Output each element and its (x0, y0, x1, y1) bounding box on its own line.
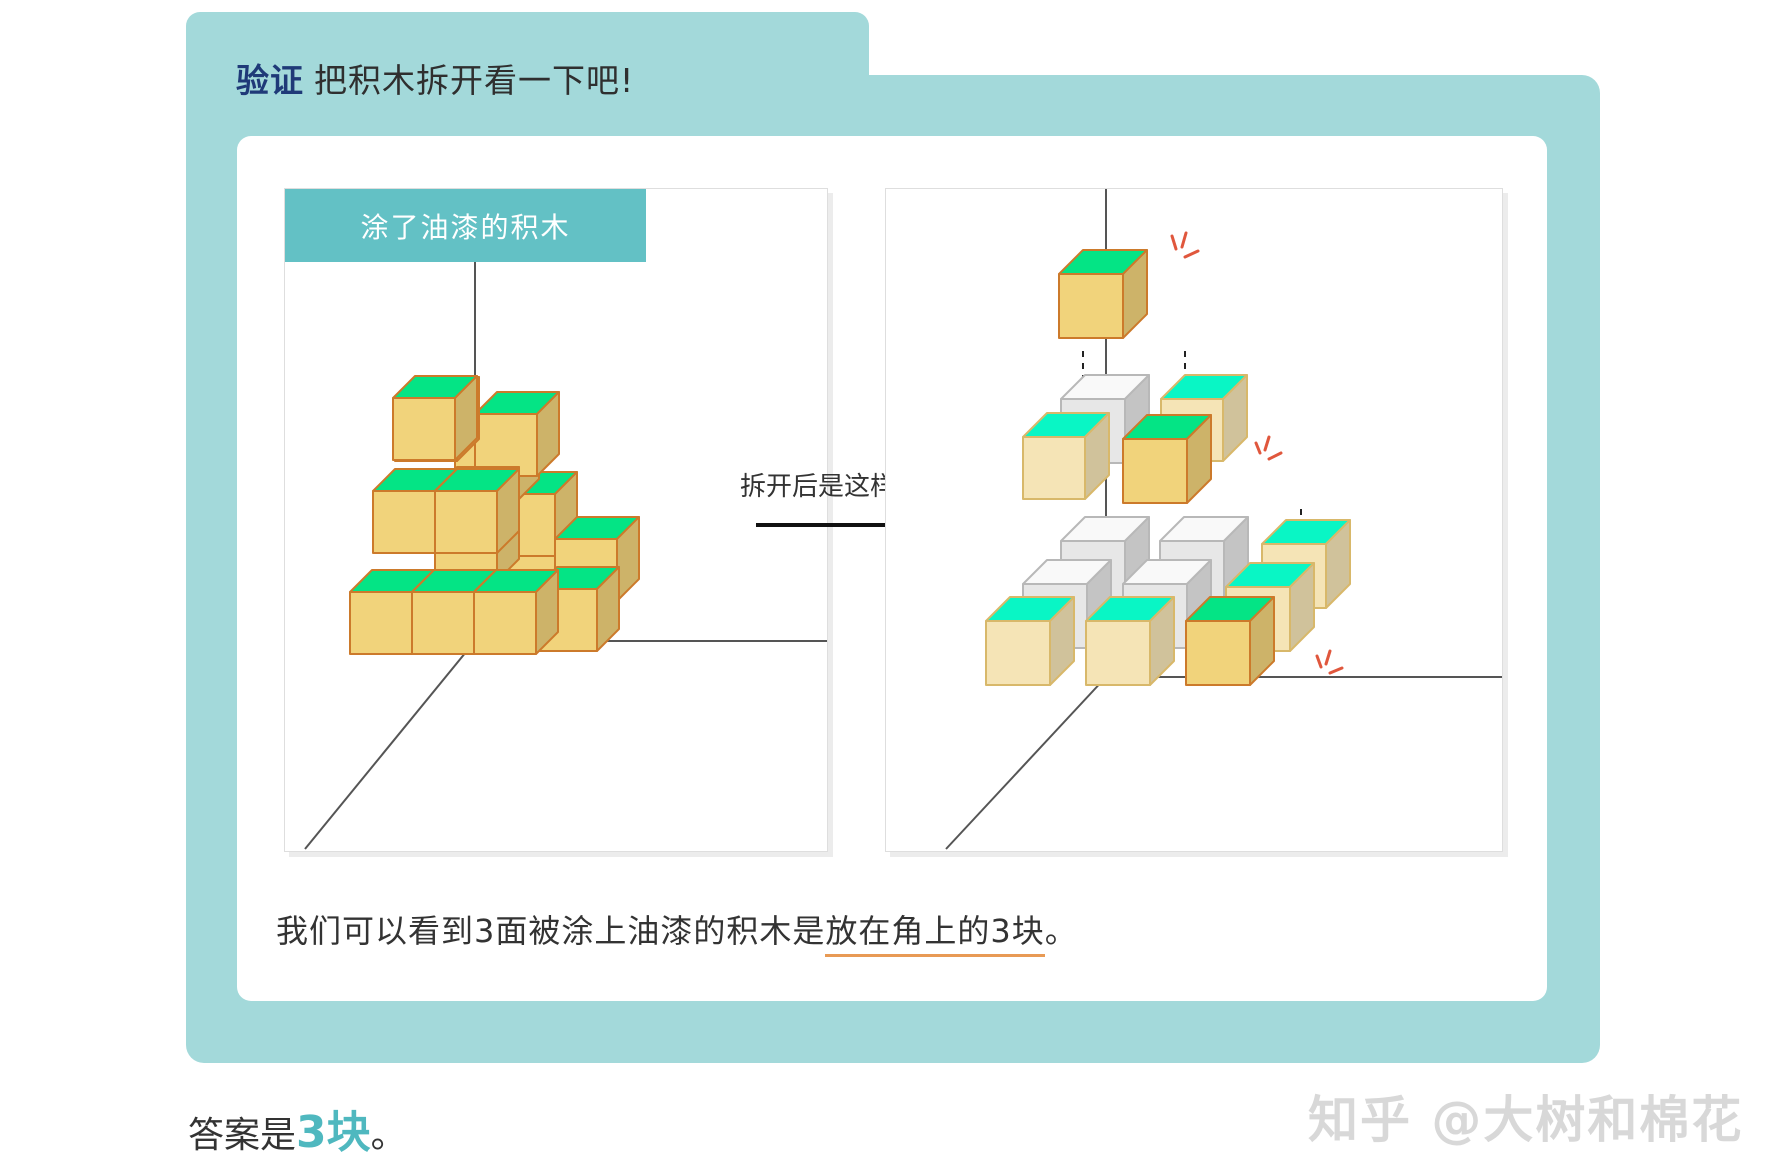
conclusion-main: 我们可以看到3面被涂上油漆的积木是 (276, 912, 826, 950)
section-heading: 把积木拆开看一下吧! (314, 61, 635, 100)
conclusion-highlight: 放在角上的3块 (825, 912, 1045, 957)
corner-block-top (1058, 249, 1148, 339)
corner-block-middle (1122, 414, 1212, 504)
conclusion-text: 我们可以看到3面被涂上油漆的积木是放在角上的3块。 (276, 906, 1078, 957)
section-title: 验证把积木拆开看一下吧! (236, 54, 634, 102)
painted-blocks-label: 涂了油漆的积木 (285, 189, 646, 262)
answer-value: 3块 (296, 1107, 371, 1158)
corner-block-bottom (1185, 596, 1275, 686)
watermark: 知乎 @大树和棉花 (1308, 1091, 1744, 1149)
block-14 (434, 468, 520, 554)
separated-blocks-illustration (945, 189, 1502, 850)
block-12 (473, 569, 559, 655)
assembled-blocks-illustration (304, 189, 827, 850)
section-keyword: 验证 (236, 61, 304, 100)
edge-block-6 (1085, 596, 1175, 686)
separated-blocks-figure (885, 188, 1503, 852)
answer-prefix: 答案是 (188, 1115, 297, 1156)
assembled-blocks-figure: 涂了油漆的积木 (284, 188, 828, 852)
answer-line: 答案是3块。 (188, 1096, 407, 1160)
edge-block-4 (1022, 412, 1110, 500)
answer-suffix: 。 (370, 1115, 407, 1156)
block-15 (392, 375, 478, 461)
conclusion-end: 。 (1044, 912, 1078, 950)
edge-block-5 (985, 596, 1075, 686)
block-7 (474, 391, 560, 477)
